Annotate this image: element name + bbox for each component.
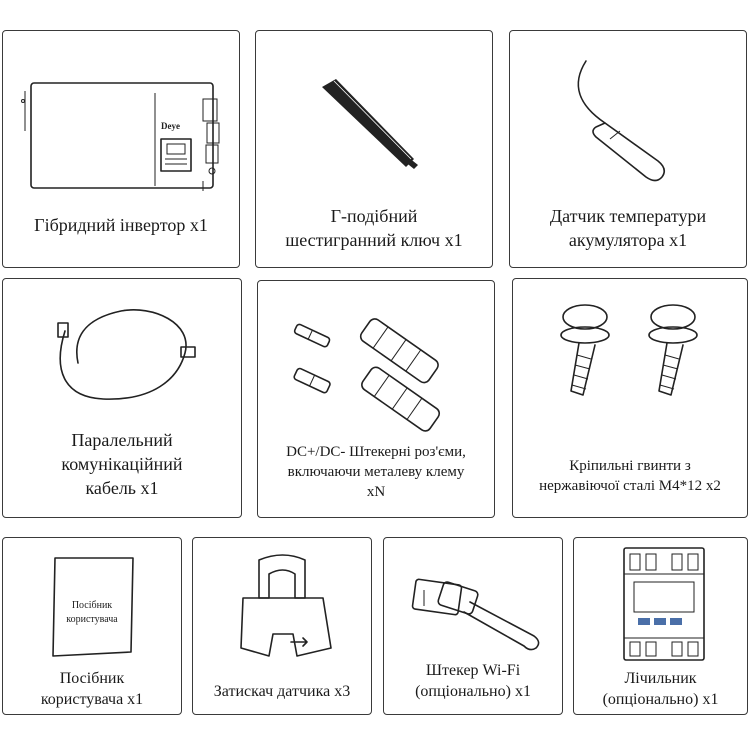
item-card-sensor-clamp: Затискач датчика x3 bbox=[192, 537, 372, 715]
manual-cover-subtitle: користувача bbox=[66, 614, 118, 625]
item-caption: Затискач датчика x3 bbox=[213, 683, 351, 700]
item-card-parallel-cable: Паралельний комунікаційний кабель x1 bbox=[2, 278, 242, 518]
item-card-meter: Лічильник (опціонально) x1 bbox=[573, 537, 748, 715]
item-caption: Гібридний інвертор x1 bbox=[34, 215, 208, 235]
hex-key-image bbox=[322, 79, 418, 169]
item-caption: Датчик температури акумулятора x1 bbox=[549, 206, 707, 250]
item-caption: Паралельний комунікаційний кабель x1 bbox=[61, 430, 183, 498]
item-caption: Посібник користувача x1 bbox=[40, 670, 144, 709]
sensor-clamp-image bbox=[240, 554, 332, 657]
parallel-cable-image bbox=[57, 309, 196, 400]
item-card-temp-sensor: Датчик температури акумулятора x1 bbox=[509, 30, 747, 268]
item-card-dc-connectors: DC+/DC- Штекерні роз'єми, включаючи мета… bbox=[257, 280, 495, 518]
inverter-brand-logo: Deye bbox=[161, 121, 180, 131]
manual-cover-title: Посібник bbox=[72, 600, 112, 611]
screws-image bbox=[560, 304, 698, 396]
item-card-hex-key: Г-подібний шестигранний ключ x1 bbox=[255, 30, 493, 268]
item-caption: DC+/DC- Штекерні роз'єми, включаючи мета… bbox=[286, 444, 466, 500]
temp-sensor-image bbox=[577, 60, 666, 182]
item-caption: Г-подібний шестигранний ключ x1 bbox=[285, 206, 463, 250]
meter-image bbox=[623, 547, 705, 661]
item-caption: Штекер Wi-Fi (опціонально) x1 bbox=[415, 662, 531, 701]
meter-button bbox=[654, 618, 666, 625]
item-caption: Лічильник (опціонально) x1 bbox=[602, 670, 719, 709]
item-caption: Кріпильні гвинти з нержавіючої сталі M4*… bbox=[539, 458, 721, 494]
meter-button bbox=[638, 618, 650, 625]
user-manual-image: Посібник користувача bbox=[52, 557, 134, 657]
item-card-user-manual: Посібник користувача Посібник користувач… bbox=[2, 537, 182, 715]
dc-connectors-image bbox=[293, 318, 441, 432]
wifi-plug-image bbox=[411, 578, 540, 651]
hybrid-inverter-image: Deye bbox=[21, 82, 220, 191]
meter-button bbox=[670, 618, 682, 625]
item-card-screws: Кріпильні гвинти з нержавіючої сталі M4*… bbox=[512, 278, 748, 518]
item-card-wifi-plug: Штекер Wi-Fi (опціонально) x1 bbox=[383, 537, 563, 715]
item-card-hybrid-inverter: Deye Гібридний інвертор x1 bbox=[2, 30, 240, 268]
